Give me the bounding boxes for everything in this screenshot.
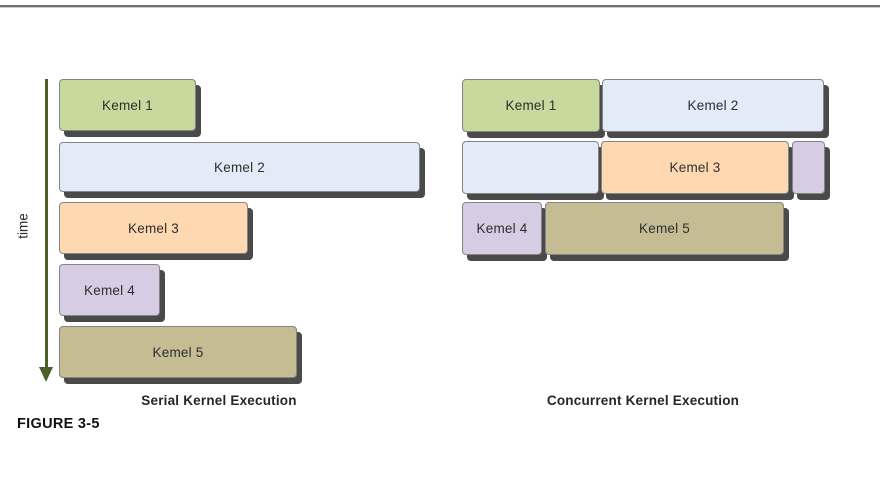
kernel-box-concurrent-7: Kemel 5 [545, 202, 784, 255]
kernel-box-label: Kemel 1 [505, 98, 557, 113]
kernel-box-concurrent-1: Kemel 1 [462, 79, 600, 132]
figure-label: FIGURE 3-5 [17, 416, 100, 432]
kernel-box-label: Kemel 3 [669, 160, 721, 175]
kernel-box-serial-4: Kemel 4 [59, 264, 160, 316]
kernel-box-concurrent-4: Kemel 3 [601, 141, 789, 194]
caption-concurrent-kernel-execution: Concurrent Kernel Execution [546, 393, 740, 408]
kernel-box-label: Kemel 2 [214, 159, 265, 175]
kernel-box-label: Kemel 4 [84, 282, 135, 298]
kernel-box-concurrent-3 [462, 141, 599, 194]
kernel-box-serial-5: Kemel 5 [59, 326, 297, 378]
caption-serial-kernel-execution: Serial Kernel Execution [141, 393, 297, 408]
time-axis-line [45, 79, 48, 369]
kernel-box-serial-3: Kemel 3 [59, 202, 248, 254]
arrow-down-icon [39, 367, 53, 382]
kernel-box-label: Kemel 4 [476, 221, 528, 236]
kernel-box-label: Kemel 2 [687, 98, 739, 113]
kernel-box-label: Kemel 5 [152, 344, 204, 360]
kernel-box-serial-1: Kemel 1 [59, 79, 196, 131]
kernel-box-concurrent-6: Kemel 4 [462, 202, 542, 255]
kernel-box-concurrent-5 [792, 141, 825, 194]
kernel-box-serial-2: Kemel 2 [59, 142, 420, 192]
kernel-box-concurrent-2: Kemel 2 [602, 79, 824, 132]
kernel-box-label: Kemel 5 [639, 221, 690, 236]
kernel-box-label: Kemel 1 [102, 97, 153, 113]
kernel-box-label: Kemel 3 [128, 220, 179, 236]
top-border-rule [0, 5, 880, 8]
